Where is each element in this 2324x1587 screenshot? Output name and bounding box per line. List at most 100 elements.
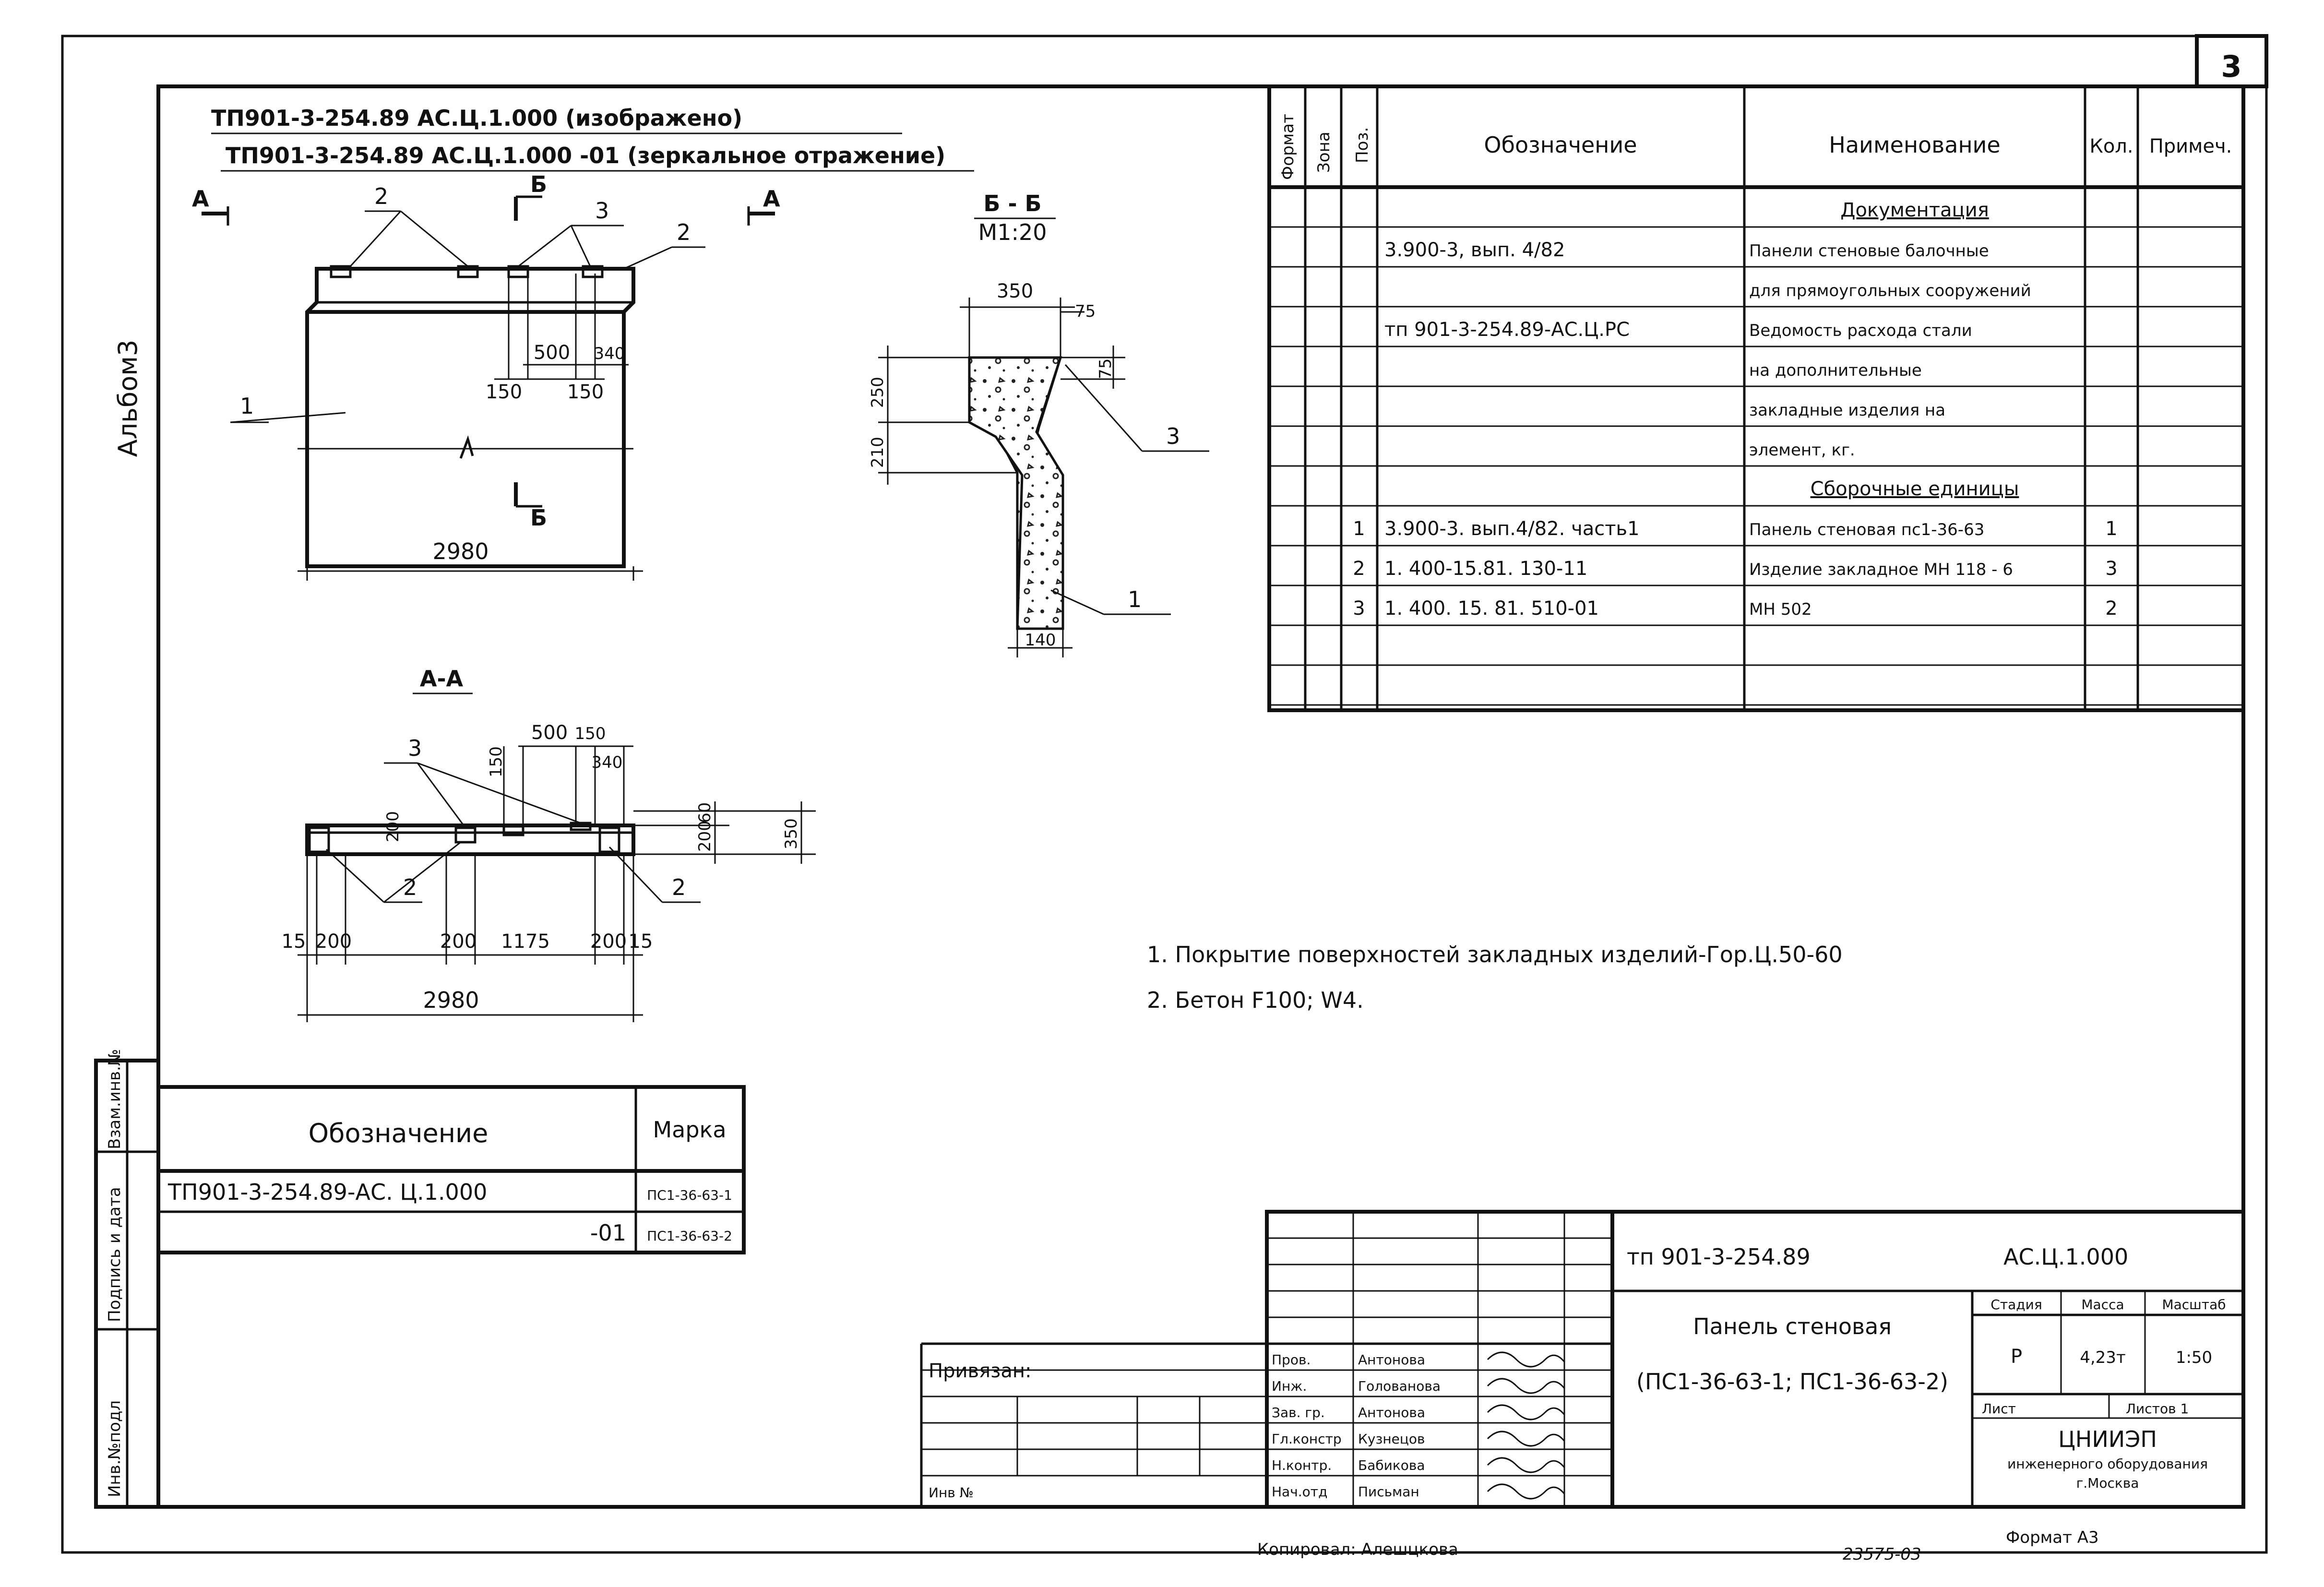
- signature-mark: [1487, 1351, 1565, 1368]
- signer-role: Зав. гр.: [1272, 1405, 1325, 1420]
- plan-dim-350: 350: [782, 818, 801, 849]
- note-2: 2. Бетон F100; W4.: [1147, 987, 1364, 1013]
- spec-header-designation: Обозначение: [1484, 132, 1637, 158]
- tb-mass-label: Масса: [2081, 1297, 2124, 1313]
- spec-row-pos: 2: [1353, 558, 1365, 580]
- spec-row-name: Ведомость расхода стали: [1749, 321, 1972, 340]
- marks-row-1-mark: ПС1-36-63-1: [647, 1187, 732, 1203]
- section-bb-dim-75-side: 75: [1096, 358, 1115, 379]
- plan-dim-500: 500: [531, 722, 568, 744]
- section-bb-dim-210: 210: [868, 437, 887, 468]
- section-bb-scale: М1:20: [978, 219, 1047, 245]
- spec-row-name: Сборочные единицы: [1811, 478, 2019, 500]
- drawing-title-line1: ТП901-3-254.89 АС.Ц.1.000 (изображено): [211, 105, 742, 131]
- section-bb-callout-3: 3: [1166, 423, 1180, 449]
- spec-header-note: Примеч.: [2149, 135, 2232, 157]
- notes: 1. Покрытие поверхностей закладных издел…: [1147, 942, 1843, 1013]
- signer-role: Гл.констр: [1272, 1431, 1342, 1447]
- signature-mark: [1487, 1483, 1565, 1500]
- tb-stage: Р: [2011, 1346, 2022, 1368]
- marks-row-1-designation: ТП901-3-254.89-АС. Ц.1.000: [167, 1179, 487, 1205]
- elev-section-b-bottom: Б: [530, 505, 547, 531]
- footer: Копировал: Алешцкова 23575-03 Формат А3: [1257, 1528, 2099, 1564]
- signer-name: Письман: [1358, 1484, 1419, 1500]
- spec-row-designation: 3.900-3. вып.4/82. часть1: [1384, 518, 1640, 540]
- signer-role: Инж.: [1272, 1378, 1307, 1394]
- elev-dim-150-a: 150: [486, 381, 522, 403]
- privyazan-label: Привязан:: [929, 1360, 1032, 1382]
- tb-sheet-label: Лист: [1982, 1401, 2016, 1417]
- section-bb-callout-1: 1: [1128, 586, 1142, 612]
- signer-name: Антонова: [1358, 1352, 1425, 1368]
- elev-callout-1: 1: [240, 393, 254, 419]
- signature-mark: [1487, 1431, 1565, 1447]
- elev-section-b-top: Б: [530, 171, 547, 197]
- spec-row-name: Изделие закладное МН 118 - 6: [1749, 560, 2013, 579]
- plan-dim-200-2: 200: [440, 931, 477, 953]
- section-bb-dim-140: 140: [1025, 631, 1056, 650]
- section-bb-dim-75-top: 75: [1075, 302, 1096, 321]
- spec-row-designation: 1. 400-15.81. 130-11: [1384, 558, 1587, 580]
- section-bb-dim-250: 250: [868, 377, 887, 408]
- strip-podpis: Подпись и дата: [105, 1187, 124, 1322]
- spec-row-name: МН 502: [1749, 600, 1812, 619]
- plan-dim-15-left: 15: [282, 931, 306, 953]
- plan-dim-150-side: 150: [487, 746, 506, 777]
- plan-callout-2-right: 2: [672, 874, 686, 900]
- plan-dim-60: 60: [695, 802, 715, 823]
- signature-mark: [1487, 1457, 1565, 1473]
- tb-org-line3: г.Москва: [2076, 1475, 2139, 1491]
- tb-stage-label: Стадия: [1990, 1297, 2042, 1313]
- note-1: 1. Покрытие поверхностей закладных издел…: [1147, 942, 1843, 967]
- section-bb-dim-350: 350: [997, 280, 1033, 302]
- plan-dim-15-right: 15: [629, 931, 653, 953]
- footer-copied: Копировал: Алешцкова: [1257, 1540, 1458, 1559]
- plan-dim-200-r: 200: [695, 821, 715, 852]
- tb-org-line2: инженерного оборудования: [2007, 1456, 2208, 1472]
- tb-scale-label: Масштаб: [2162, 1297, 2226, 1313]
- elev-callout-2-left: 2: [374, 183, 388, 209]
- section-bb-title: Б - Б: [983, 191, 1041, 216]
- signer-role: Н.контр.: [1272, 1457, 1332, 1473]
- spec-header-qty: Кол.: [2089, 135, 2133, 157]
- spec-row-qty: 1: [2105, 518, 2117, 540]
- panel-elevation: 500 340 150 150 А А Б Б 2 3 2 1: [192, 171, 780, 581]
- spec-row-name: элемент, кг.: [1749, 441, 1855, 460]
- spec-row-name: Панели стеновые балочные: [1749, 241, 1989, 261]
- section-aa: А-А 500 150 150 340 200 60 200 350 3: [282, 666, 816, 1022]
- signer-name: Кузнецов: [1358, 1431, 1425, 1447]
- strip-vzam: Взам.инв.№: [105, 1049, 124, 1149]
- spec-row-designation: 3.900-3, вып. 4/82: [1384, 239, 1565, 261]
- marks-header-designation: Обозначение: [309, 1118, 489, 1148]
- tb-mass: 4,23т: [2080, 1348, 2126, 1367]
- elev-callout-2-right: 2: [677, 219, 691, 245]
- signature-mark: [1487, 1378, 1565, 1394]
- marks-row-2-designation: -01: [590, 1220, 626, 1246]
- strip-inv-podl: Инв.№подл: [105, 1400, 124, 1497]
- spec-header-format: Формат: [1278, 114, 1298, 180]
- spec-row-name: Документация: [1840, 199, 1989, 221]
- tb-scale: 1:50: [2176, 1348, 2212, 1367]
- spec-row-name: закладные изделия на: [1749, 401, 1945, 420]
- elev-section-a-left: А: [192, 186, 209, 212]
- signature-mark: [1487, 1404, 1565, 1420]
- signer-name: Бабикова: [1358, 1457, 1425, 1473]
- left-strip: Инв.№подл Подпись и дата Взам.инв.№: [94, 1049, 160, 1509]
- plan-dim-2980: 2980: [423, 987, 479, 1013]
- tb-org: ЦНИИЭП: [2058, 1426, 2157, 1452]
- tb-name-line1: Панель стеновая: [1693, 1313, 1892, 1339]
- plan-dim-200-1: 200: [315, 931, 352, 953]
- marks-table: Обозначение Марка ТП901-3-254.89-АС. Ц.1…: [156, 1085, 746, 1254]
- plan-dim-340: 340: [592, 753, 623, 772]
- signer-role: Пров.: [1272, 1352, 1311, 1368]
- footer-archive-no: 23575-03: [1843, 1545, 1921, 1564]
- plan-dim-200-3: 200: [590, 931, 627, 953]
- signer-name: Голованова: [1358, 1378, 1441, 1394]
- inv-no-label: Инв №: [929, 1485, 974, 1501]
- spec-row-name: для прямоугольных сооружений: [1749, 281, 2031, 300]
- marks-row-2-mark: ПС1-36-63-2: [647, 1228, 732, 1244]
- spec-row-pos: 1: [1353, 518, 1365, 540]
- footer-format: Формат А3: [2006, 1528, 2099, 1547]
- plan-dim-150-top: 150: [575, 724, 606, 743]
